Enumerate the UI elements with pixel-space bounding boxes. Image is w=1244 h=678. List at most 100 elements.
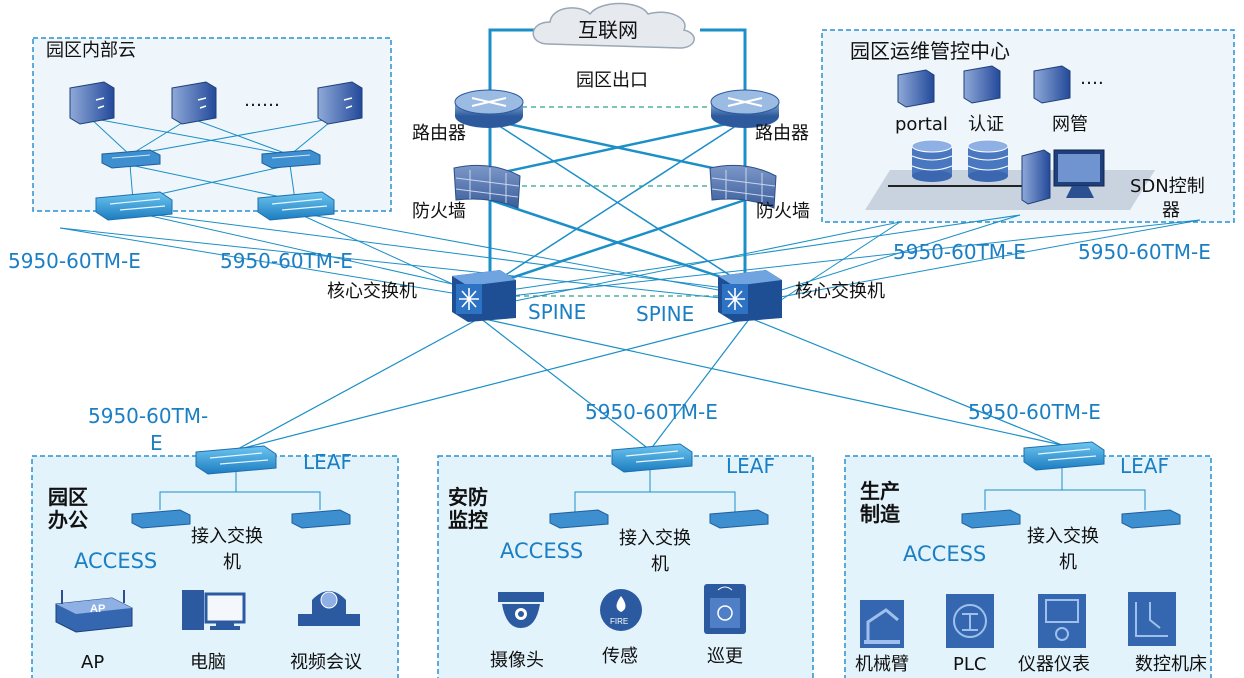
- sdn-controller-pc-icon: [1021, 149, 1105, 205]
- model-label-leaf-production: 5950-60TM-E: [968, 400, 1101, 424]
- sdn-controller-label-line2: 器: [1162, 200, 1180, 221]
- internal-cloud-ellipsis: ……: [244, 90, 280, 111]
- router-left-icon: [454, 89, 524, 128]
- access-switch-production-label-line1: 接入交换: [1027, 526, 1099, 547]
- access-switch-security-2-icon: [709, 509, 769, 529]
- ha-links: [515, 106, 718, 297]
- access-switch-office-2-icon: [291, 509, 351, 529]
- ops-center-ellipsis: ….: [1080, 68, 1104, 89]
- cloud-server-3-icon: [317, 81, 363, 125]
- internal-cloud-title: 园区内部云: [46, 40, 136, 61]
- access-label-office: ACCESS: [74, 549, 158, 573]
- firewall-left-icon: [453, 164, 521, 209]
- firewall-left-label: 防火墙: [412, 201, 466, 222]
- cloud-switch-large-1-icon: [95, 191, 173, 221]
- network-links: [59, 28, 1201, 512]
- model-label-leaf-security: 5950-60TM-E: [585, 400, 718, 424]
- leaf-label-production: LEAF: [1120, 454, 1169, 478]
- access-switch-office-label-line2: 机: [223, 552, 241, 573]
- plc-icon: [946, 594, 994, 648]
- leaf-label-office: LEAF: [303, 450, 352, 474]
- zone-production-title-line2: 制造: [860, 502, 900, 526]
- cloud-switch-small-1-icon: [101, 149, 161, 169]
- device-camera-label: 摄像头: [490, 650, 544, 671]
- access-switch-security-label-line1: 接入交换: [619, 528, 691, 549]
- internet-cloud-icon: [532, 2, 695, 49]
- cloud-switch-large-2-icon: [257, 191, 335, 221]
- cnc-machine-icon: [1128, 592, 1176, 646]
- svg-text:AP: AP: [90, 603, 105, 615]
- robot-arm-icon: [860, 600, 904, 648]
- zone-security-title: 安防 监控: [448, 486, 488, 532]
- leaf-switch-office-icon: [195, 445, 277, 475]
- router-right-icon: [710, 89, 780, 128]
- core-switch-right-icon: [718, 270, 782, 322]
- zone-production-title: 生产 制造: [860, 480, 900, 526]
- firewall-right-icon: [709, 164, 777, 209]
- device-cnc-label: 数控机床: [1135, 654, 1207, 675]
- ops-server-nms-icon: [1033, 65, 1071, 104]
- core-switch-right-label: 核心交换机: [795, 281, 885, 302]
- ops-server-portal-icon: [897, 69, 935, 108]
- access-switch-production-2-icon: [1121, 509, 1181, 529]
- core-switch-left-icon: [452, 270, 516, 322]
- device-pc-label: 电脑: [190, 652, 226, 673]
- database-2-icon: [967, 139, 1009, 182]
- ops-center-title: 园区运维管控中心: [850, 39, 1010, 63]
- access-switch-security-label-line2: 机: [651, 554, 669, 575]
- device-patrol-label: 巡更: [707, 646, 743, 667]
- access-label-security: ACCESS: [500, 539, 584, 563]
- access-switch-office-label-line1: 接入交换: [191, 526, 263, 547]
- device-video-label: 视频会议: [290, 652, 362, 673]
- access-switch-production-1-icon: [961, 509, 1021, 529]
- zone-office-title: 园区 办公: [48, 486, 88, 532]
- zone-security: [437, 455, 814, 678]
- model-label-ops-right: 5950-60TM-E: [1078, 240, 1211, 264]
- router-left-label: 路由器: [412, 123, 466, 144]
- ops-server-auth-icon: [963, 65, 1001, 104]
- core-switch-left-label: 核心交换机: [327, 281, 417, 302]
- device-instrument-label: 仪器仪表: [1018, 654, 1090, 675]
- instrument-icon: [1038, 594, 1086, 648]
- egress-label: 园区出口: [576, 70, 648, 91]
- svg-text:FIRE: FIRE: [610, 617, 628, 626]
- access-switch-production-label-line2: 机: [1059, 552, 1077, 573]
- zone-production-title-line1: 生产: [860, 479, 900, 503]
- zone-security-title-line1: 安防: [448, 485, 488, 509]
- model-label-leaf-office-line2: E: [150, 431, 163, 455]
- zone-office-title-line1: 园区: [48, 485, 88, 509]
- ops-server-auth-label: 认证: [968, 114, 1004, 135]
- leaf-label-security: LEAF: [726, 454, 775, 478]
- zone-office: [31, 455, 399, 678]
- device-ap-label: AP: [81, 652, 105, 673]
- zone-office-title-line2: 办公: [48, 508, 88, 532]
- model-label-ops-left: 5950-60TM-E: [893, 240, 1026, 264]
- firewall-right-label: 防火墙: [756, 201, 810, 222]
- database-1-icon: [911, 139, 953, 182]
- model-label-cloud-right: 5950-60TM-E: [220, 249, 353, 273]
- device-sensor-label: 传感: [602, 646, 638, 667]
- access-switch-office-1-icon: [131, 509, 191, 529]
- sdn-controller-label-line1: SDN控制: [1130, 176, 1205, 197]
- model-label-leaf-office-line1: 5950-60TM-: [88, 404, 209, 428]
- cloud-server-2-icon: [171, 81, 217, 125]
- leaf-switch-security-icon: [611, 443, 693, 473]
- video-conference-icon: [298, 591, 360, 626]
- ap-icon: AP: [55, 590, 133, 633]
- spine-left-label: SPINE: [528, 300, 587, 324]
- router-right-label: 路由器: [755, 123, 809, 144]
- fire-sensor-icon: FIRE: [600, 589, 642, 631]
- internal-cloud-panel: [32, 37, 392, 212]
- cloud-server-1-icon: [69, 81, 115, 125]
- ops-server-nms-label: 网管: [1052, 114, 1088, 135]
- computer-icon: [182, 590, 246, 630]
- cloud-switch-small-2-icon: [261, 149, 321, 169]
- access-label-production: ACCESS: [903, 542, 987, 566]
- access-switch-security-1-icon: [549, 509, 609, 529]
- internet-label: 互联网: [578, 18, 638, 42]
- device-plc-label: PLC: [953, 654, 987, 675]
- device-robot-arm-label: 机械臂: [855, 654, 909, 675]
- model-label-cloud-left: 5950-60TM-E: [8, 249, 141, 273]
- leaf-switch-production-icon: [1023, 441, 1105, 471]
